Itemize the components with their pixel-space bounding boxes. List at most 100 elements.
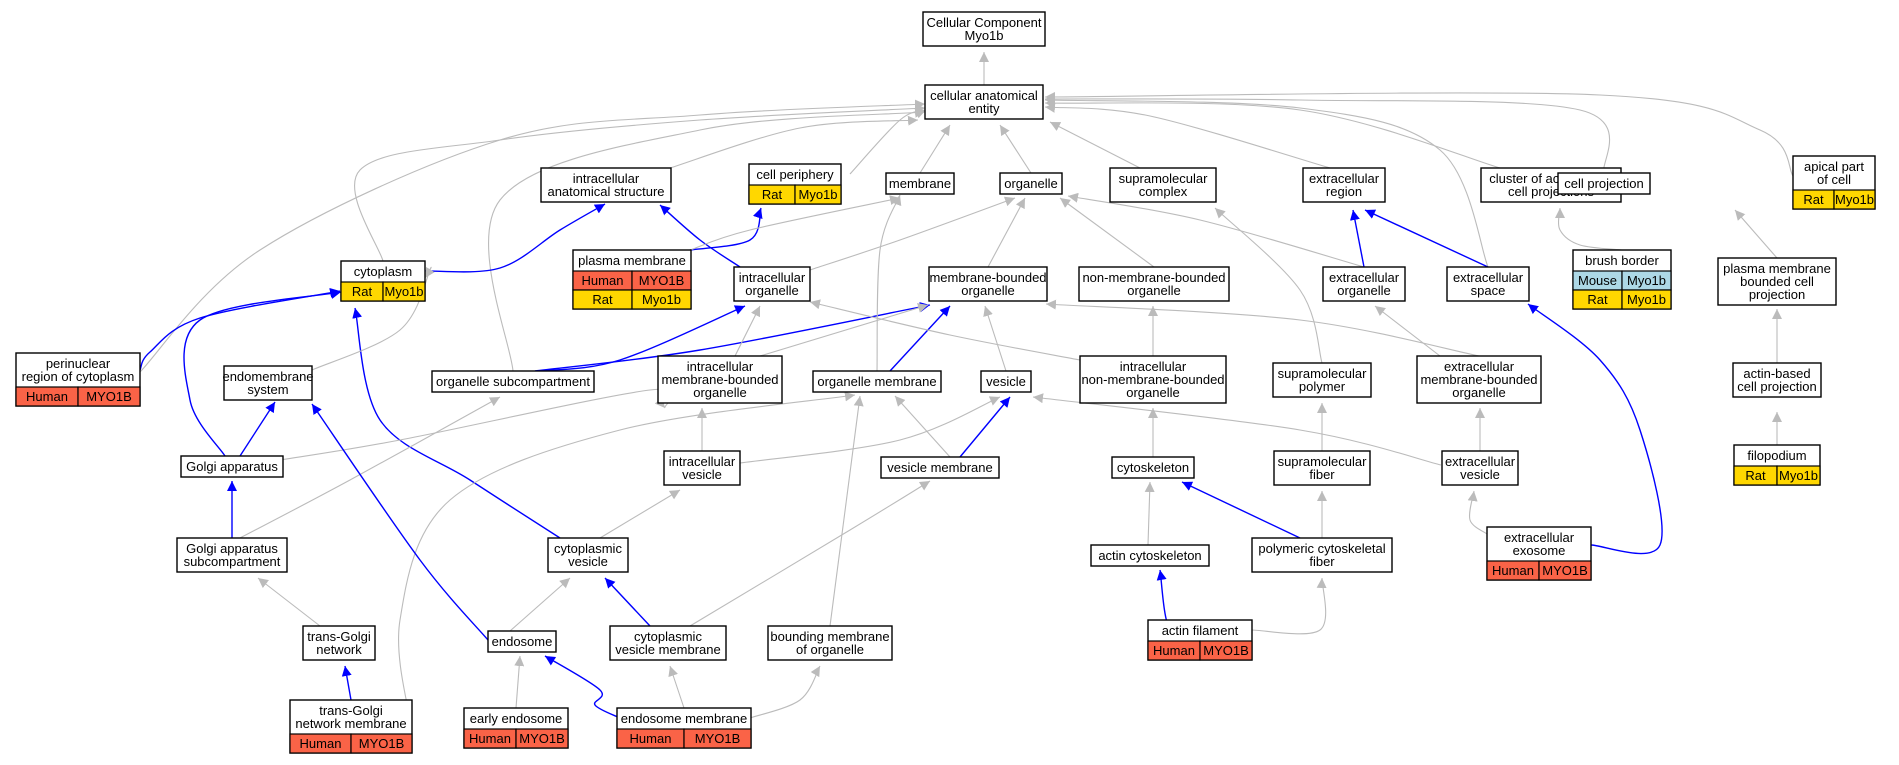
edge-part-of-orgsub-to-mbo: [534, 302, 931, 372]
node-membrane[interactable]: membrane: [885, 172, 955, 195]
edge-is-a-golgi-to-imbo: [279, 388, 675, 461]
edge-part-of-golgi-to-endomem: [239, 401, 276, 457]
node-endosome[interactable]: endosome: [487, 630, 557, 653]
node-label-line: actin filament: [1162, 623, 1239, 638]
node-box: [999, 172, 1063, 195]
node-box: [180, 455, 284, 478]
edge-is-a-nmbo-to-organelle: [1059, 197, 1155, 268]
species-label: Human: [469, 731, 511, 746]
node-label-line: organelle: [961, 283, 1015, 298]
node-golgi[interactable]: Golgi apparatus: [180, 455, 284, 478]
node-box: [1557, 172, 1651, 195]
node-label-line: trans-Golgi: [307, 629, 371, 644]
edge-is-a-plasmamem-to-membrane: [689, 195, 901, 251]
edge-part-of-orgsub-to-icorg: [539, 305, 746, 372]
node-box: [812, 370, 942, 393]
node-box: [1717, 257, 1837, 306]
node-organelle[interactable]: organelle: [999, 172, 1063, 195]
edge-is-a-suppoly-to-supcomplex: [1214, 207, 1323, 364]
node-label-line: region: [1326, 184, 1362, 199]
node-cellproj[interactable]: cell projection: [1557, 172, 1651, 195]
edge-part-of-vesmem-to-vesicle: [959, 396, 1011, 458]
edge-part-of-plasmamem-to-cellper: [689, 207, 763, 251]
gene-cell: [1621, 289, 1672, 310]
node-label-line: plasma membrane: [1723, 261, 1831, 276]
edge-is-a-actincyto-to-cytoskel: [1144, 481, 1155, 546]
gene-cell: [77, 386, 141, 407]
node-label-line: organelle: [1452, 385, 1506, 400]
node-label-line: organelle membrane: [817, 374, 936, 389]
node-vesicle[interactable]: vesicle: [980, 370, 1032, 393]
node-label-line: extracellular: [1445, 454, 1516, 469]
node-box: [1079, 355, 1227, 404]
gene-label: MYO1B: [86, 389, 132, 404]
node-label-line: bounding membrane: [770, 629, 889, 644]
node-orgsub[interactable]: organelle subcompartment: [431, 370, 595, 393]
species-label: Human: [630, 731, 672, 746]
edge-is-a-endomemb-to-bmo: [749, 665, 821, 719]
species-label: Rat: [1803, 192, 1824, 207]
node-vesmem[interactable]: vesicle membrane: [880, 456, 1000, 479]
node-box: [928, 266, 1048, 302]
node-label-line: plasma membrane: [578, 253, 686, 268]
node-label-line: intracellular: [1120, 359, 1187, 374]
node-label-line: network: [316, 642, 362, 657]
edge-is-a-embo-to-mbo: [1045, 299, 1480, 357]
node-box: [657, 355, 783, 404]
gene-cell: [794, 184, 842, 205]
edge-is-a-brush-to-actincp: [1554, 207, 1623, 251]
node-orgmem[interactable]: organelle membrane: [812, 370, 942, 393]
node-label-line: membrane-bounded: [929, 270, 1046, 285]
node-actincyto[interactable]: actin cytoskeleton: [1090, 544, 1210, 567]
node-label-line: extracellular: [1329, 270, 1400, 285]
node-label-line: complex: [1139, 184, 1188, 199]
node-cytoskel[interactable]: cytoskeleton: [1111, 456, 1195, 479]
edge-is-a-bmo-to-orgmem: [829, 395, 864, 627]
gene-label: Myo1b: [1627, 292, 1666, 307]
node-inmbo[interactable]: intracellularnon-membrane-boundedorganel…: [1079, 355, 1227, 404]
edge-is-a-vesmem-to-orgmem: [894, 395, 951, 458]
gene-label: MYO1B: [1203, 643, 1249, 658]
gene-cell: [683, 728, 752, 749]
node-label-line: polymeric cytoskeletal: [1258, 541, 1385, 556]
edge-is-a-organelle-to-cae: [999, 124, 1032, 174]
node-box: [767, 625, 893, 661]
